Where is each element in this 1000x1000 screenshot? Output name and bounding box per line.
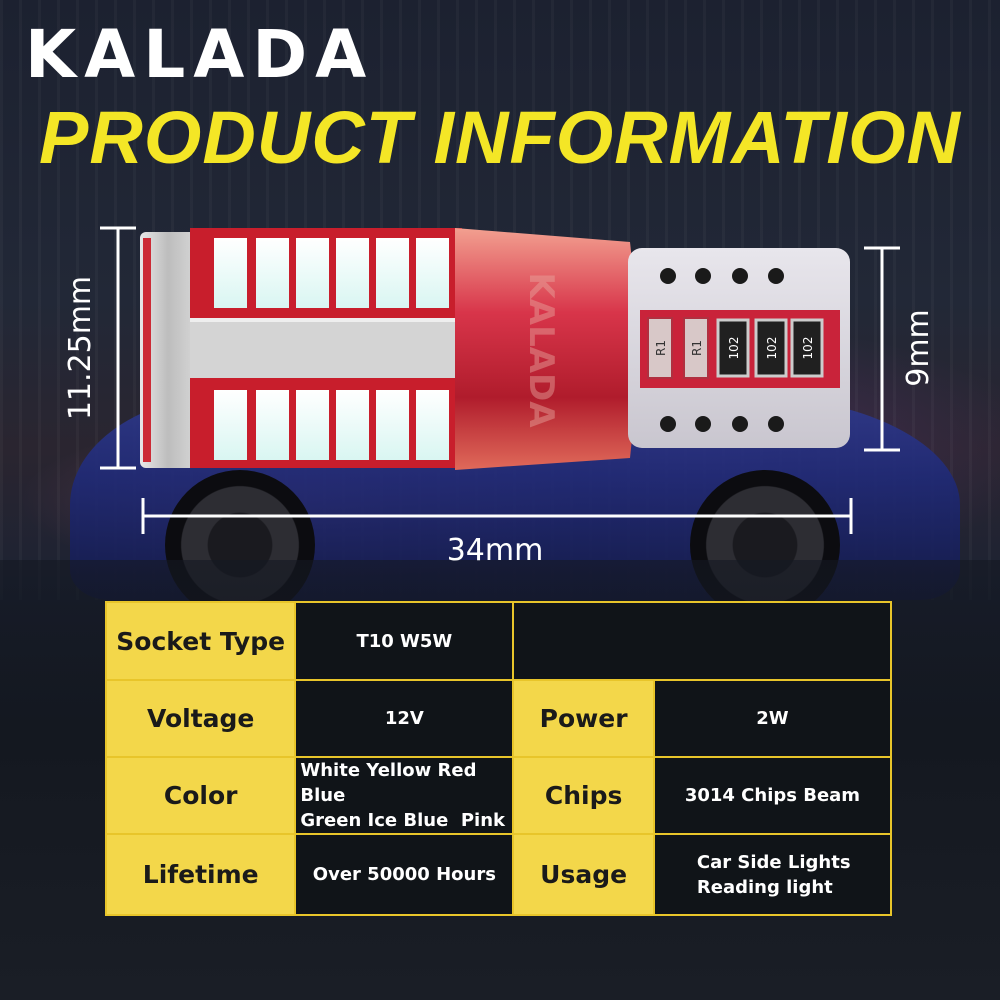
spec-empty-cell [512,601,892,681]
led-chips [214,238,449,460]
page-title: PRODUCT INFORMATION [39,96,961,179]
spec-value-usage: Car Side Lights Reading light [652,833,893,916]
led-chip-row-top [214,238,449,308]
dimension-height-label: 11.25mm [63,276,98,420]
resistor-label: 102 [801,337,815,360]
spec-value-power: 2W [652,679,893,758]
resistor-label: R1 [654,340,668,356]
spec-row: Socket Type T10 W5W [104,601,892,681]
spec-value-color-line1: White Yellow Red Blue [300,760,477,806]
spec-label-color: Color [104,756,297,835]
spec-value-usage-line2: Reading light [696,876,833,898]
bulb-illustration: KALADA R1 R1 102 102 102 11.25mm 9mm [63,226,936,568]
bulb-wedge-base: R1 R1 102 102 102 [628,248,850,448]
bulb-end-cap [140,232,196,468]
spec-label-power: Power [512,679,655,758]
spec-label-usage: Usage [512,833,655,916]
spec-row: Color White Yellow Red Blue Green Ice Bl… [104,756,893,835]
spec-label-chips: Chips [512,756,655,835]
spec-value-usage-line1: Car Side Lights [696,851,851,873]
spec-row: Voltage 12V Power 2W [104,679,893,758]
dimension-length-label: 34mm [447,533,544,568]
dimension-width-label: 9mm [901,309,936,387]
spec-value-color-line2: Green Ice Blue Pink [300,810,505,831]
dimension-length: 34mm [141,498,853,568]
resistor-label: 102 [765,337,779,360]
spec-value-lifetime: Over 50000 Hours [294,833,515,916]
spec-value-color: White Yellow Red Blue Green Ice Blue Pin… [294,756,515,835]
resistor-label: 102 [727,337,741,360]
bulb-cone: KALADA [455,228,636,470]
spec-value-voltage: 12V [294,679,515,758]
resistor-label: R1 [690,340,704,356]
spec-row: Lifetime Over 50000 Hours Usage Car Side… [104,833,893,916]
spec-label-socket-type: Socket Type [104,601,297,681]
spec-label-lifetime: Lifetime [104,833,297,916]
dimension-width: 9mm [864,246,936,452]
brand-logo: KALADA [25,16,375,93]
spec-table: Socket Type T10 W5W Voltage 12V Power 2W… [104,601,893,916]
spec-value-chips: 3014 Chips Beam [652,756,893,835]
led-chip-row-bottom [214,390,449,460]
bulb-imprint: KALADA [521,272,561,428]
dimension-height: 11.25mm [63,226,136,470]
spec-label-voltage: Voltage [104,679,297,758]
spec-value-socket-type: T10 W5W [294,601,515,681]
